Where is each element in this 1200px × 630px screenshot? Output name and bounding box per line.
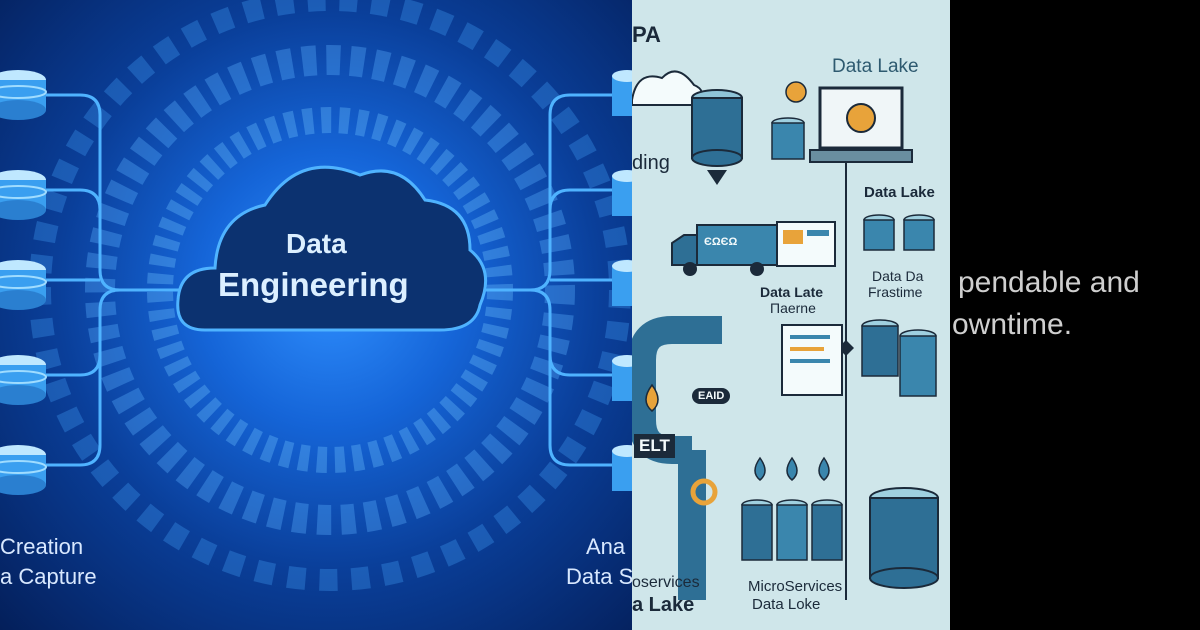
truck-icon bbox=[671, 224, 778, 276]
top-left-label: PA bbox=[632, 22, 661, 47]
middle-panel: PA Data Lake ding Data Lake ЄΩЄΩ Data La… bbox=[632, 0, 950, 630]
top-right-label: Data Lake bbox=[832, 56, 919, 77]
center-label-line1: Data Late bbox=[760, 284, 824, 300]
pipe-icon bbox=[632, 316, 722, 600]
database-icon bbox=[612, 70, 632, 116]
server-icon bbox=[691, 89, 743, 185]
database-icon bbox=[612, 355, 632, 401]
left-panel: Data Engineering Creation a Capture Ana … bbox=[0, 0, 632, 630]
bottom-left-label-line1: oservices bbox=[632, 574, 700, 591]
right-label-line1: Data Da bbox=[872, 268, 924, 284]
right-label-line2: Frastime bbox=[868, 284, 923, 300]
database-icon bbox=[612, 260, 632, 306]
database-icon bbox=[612, 170, 632, 216]
bottom-right-caption-line2: Data S bbox=[566, 564, 632, 589]
dashboard-icon bbox=[776, 221, 836, 267]
cloud-icon bbox=[176, 165, 488, 332]
ring-icon bbox=[690, 478, 718, 506]
bottom-left-label-line2: a Lake bbox=[632, 594, 695, 616]
left-illustration bbox=[0, 0, 632, 591]
database-icons-left bbox=[0, 70, 47, 495]
document-icon bbox=[781, 324, 843, 396]
coin-icon bbox=[785, 81, 807, 103]
database-icon bbox=[771, 117, 805, 160]
bottom-left-caption-line1: Creation bbox=[0, 534, 84, 559]
right-text-line1: pendable and bbox=[958, 266, 1140, 299]
laptop-icon bbox=[809, 86, 913, 163]
database-icon bbox=[0, 70, 47, 120]
drop-icon bbox=[645, 383, 659, 412]
bottom-center-label-line2: Data Loke bbox=[752, 596, 821, 613]
large-database-icon bbox=[869, 487, 939, 589]
database-icon bbox=[0, 260, 47, 310]
middle-illustration bbox=[632, 70, 939, 600]
cloud-title-line1: Data bbox=[286, 228, 347, 259]
database-stack-icon bbox=[863, 214, 935, 251]
truck-screen-label: ЄΩЄΩ bbox=[704, 236, 738, 248]
bottom-right-caption-line1: Ana bbox=[586, 534, 626, 559]
database-icon bbox=[0, 445, 47, 495]
cloud-title-line2: Engineering bbox=[218, 266, 409, 303]
pipe-label: EAID bbox=[692, 388, 731, 404]
bottom-left-caption-line2: a Capture bbox=[0, 564, 97, 589]
database-icon bbox=[0, 355, 47, 405]
bottom-center-label-line1: MicroServices bbox=[748, 578, 843, 595]
database-icon bbox=[612, 445, 632, 491]
elt-label: ELT bbox=[634, 434, 675, 458]
server-stack-icon bbox=[861, 319, 937, 397]
database-icon bbox=[0, 170, 47, 220]
right-text-line2: owntime. bbox=[952, 308, 1073, 341]
droplets-icon bbox=[754, 456, 830, 481]
database-row-icon bbox=[741, 499, 843, 561]
right-panel: pendable and owntime. bbox=[950, 0, 1200, 630]
left-label: ding bbox=[632, 152, 670, 174]
database-icons-right bbox=[612, 70, 632, 491]
center-label-line2: Пaerne bbox=[770, 300, 816, 316]
data-lake-label: Data Lake bbox=[864, 184, 935, 201]
